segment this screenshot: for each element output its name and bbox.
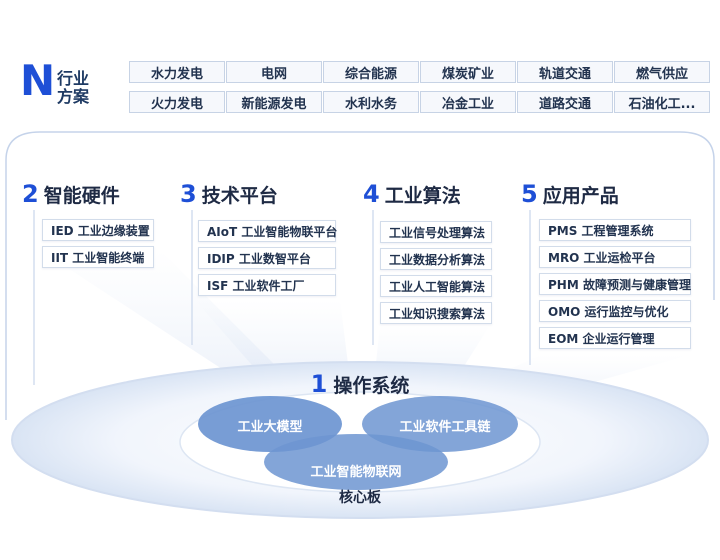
hardware-item[interactable]: IED 工业边缘装置 <box>42 219 154 241</box>
software-toolchain-label: 工业软件工具链 <box>399 420 491 435</box>
algorithm-item[interactable]: 工业人工智能算法 <box>380 275 492 297</box>
section-number: 4 <box>363 180 380 208</box>
section-number: 3 <box>180 180 197 208</box>
section-number: 5 <box>521 180 538 208</box>
hardware-item[interactable]: IIT 工业智能终端 <box>42 246 154 268</box>
large-model-label: 工业大模型 <box>237 420 303 435</box>
platform-item[interactable]: IDIP 工业数智平台 <box>198 247 336 269</box>
circle-iot <box>264 434 448 490</box>
industry-solutions-title: 行业方案 <box>57 69 90 106</box>
industry-tag[interactable]: 水利水务 <box>323 91 419 113</box>
product-item[interactable]: MRO 工业运检平台 <box>539 246 691 268</box>
industry-tag[interactable]: 煤炭矿业 <box>420 61 516 83</box>
platform-item[interactable]: ISF 工业软件工厂 <box>198 274 336 296</box>
industry-tag[interactable]: 水力发电 <box>129 61 225 83</box>
industry-tag[interactable]: 新能源发电 <box>226 91 322 113</box>
industry-tag[interactable]: 综合能源 <box>323 61 419 83</box>
industry-tag[interactable]: 燃气供应 <box>614 61 710 83</box>
circle-large-model <box>198 396 342 452</box>
industry-tag[interactable]: 石油化工... <box>614 91 710 113</box>
section-label: 应用产品 <box>542 185 619 207</box>
industry-tag[interactable]: 火力发电 <box>129 91 225 113</box>
product-item[interactable]: PHM 故障预测与健康管理 <box>539 273 691 295</box>
industry-tag[interactable]: 道路交通 <box>517 91 613 113</box>
product-item[interactable]: PMS 工程管理系统 <box>539 219 691 241</box>
product-item[interactable]: EOM 企业运行管理 <box>539 327 691 349</box>
section-number: 2 <box>22 180 39 208</box>
industry-tag[interactable]: 轨道交通 <box>517 61 613 83</box>
industry-tag[interactable]: 冶金工业 <box>420 91 516 113</box>
section-number: 1 <box>310 370 328 398</box>
algorithm-item[interactable]: 工业数据分析算法 <box>380 248 492 270</box>
n-letter: N <box>20 56 56 105</box>
section-label: 工业算法 <box>384 185 461 207</box>
frame-outline <box>5 131 715 300</box>
industry-tag[interactable]: 电网 <box>226 61 322 83</box>
core-board-label: 核心板 <box>339 490 381 506</box>
algorithm-item[interactable]: 工业知识搜索算法 <box>380 302 492 324</box>
algorithm-item[interactable]: 工业信号处理算法 <box>380 221 492 243</box>
product-item[interactable]: OMO 运行监控与优化 <box>539 300 691 322</box>
section-label: 智能硬件 <box>43 185 120 207</box>
section-label: 操作系统 <box>333 375 410 397</box>
platform-item[interactable]: AIoT 工业智能物联平台 <box>198 220 337 242</box>
section-label: 技术平台 <box>201 185 278 207</box>
iot-label: 工业智能物联网 <box>310 465 402 480</box>
